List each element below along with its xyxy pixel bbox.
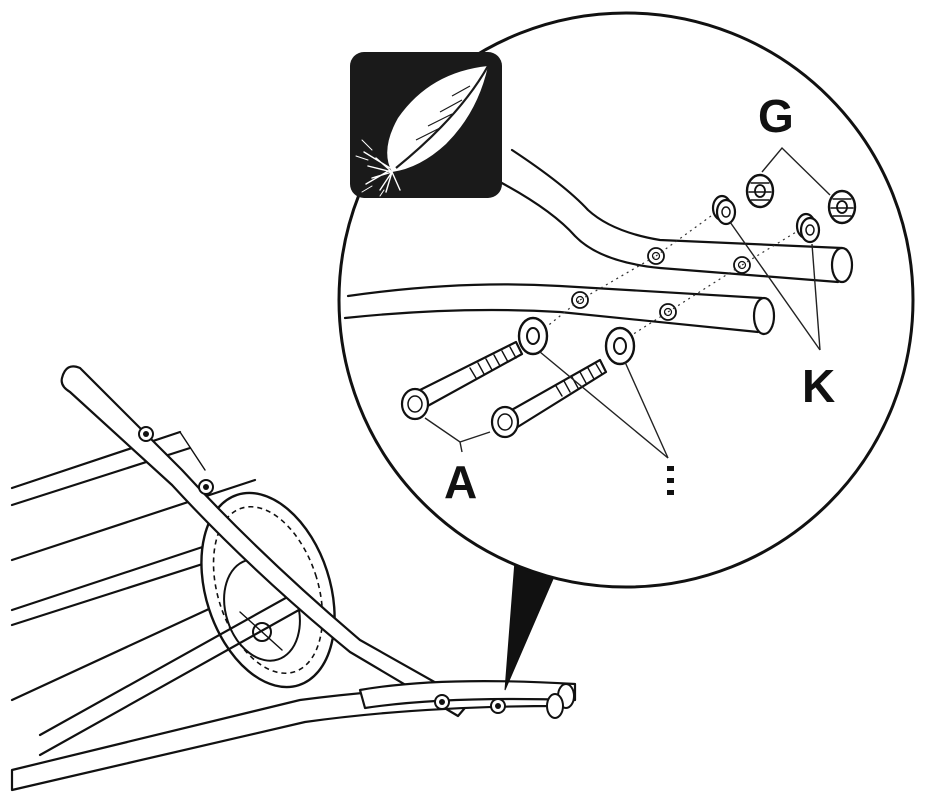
washer-left <box>517 316 549 356</box>
lock-washer-left <box>711 194 737 226</box>
lower-handle <box>10 680 577 792</box>
alignment-guides <box>539 207 807 341</box>
detail-lower-tube <box>343 283 776 336</box>
label-k: K <box>802 360 835 412</box>
feather-icon <box>350 52 502 198</box>
bolt-a-right <box>490 358 608 439</box>
detail-upper-tube <box>498 148 854 284</box>
wheelbarrow-overview <box>10 365 577 792</box>
legs <box>38 588 308 757</box>
washer-marker <box>667 466 674 495</box>
lock-washer-right <box>795 212 821 244</box>
bolt-a-left <box>400 340 524 421</box>
nut-g-left <box>745 173 775 209</box>
label-g: G <box>758 90 794 142</box>
label-a: A <box>444 456 477 508</box>
leader-lines <box>424 146 831 459</box>
washer-right <box>604 326 636 366</box>
nut-g-right <box>827 189 857 225</box>
